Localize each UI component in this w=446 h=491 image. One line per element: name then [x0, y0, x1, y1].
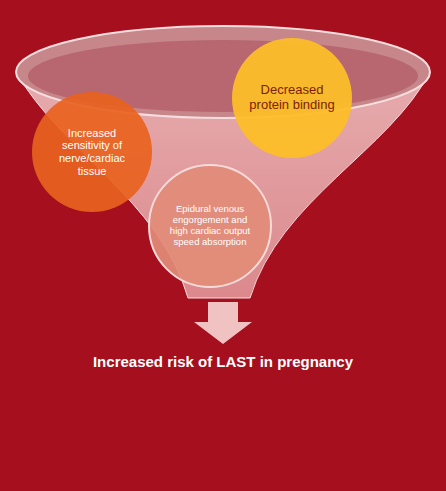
circle-text: Epidural venous engorgement and high car… [164, 204, 256, 248]
circle-text: Increased sensitivity of nerve/cardiac t… [48, 127, 136, 178]
concept-circle: Decreased protein binding [232, 38, 352, 158]
result-label: Increased risk of LAST in pregnancy [73, 352, 373, 372]
down-arrow [194, 302, 252, 344]
concept-circle: Epidural venous engorgement and high car… [148, 164, 272, 288]
concept-circle: Increased sensitivity of nerve/cardiac t… [32, 92, 152, 212]
circle-text: Decreased protein binding [246, 83, 338, 113]
